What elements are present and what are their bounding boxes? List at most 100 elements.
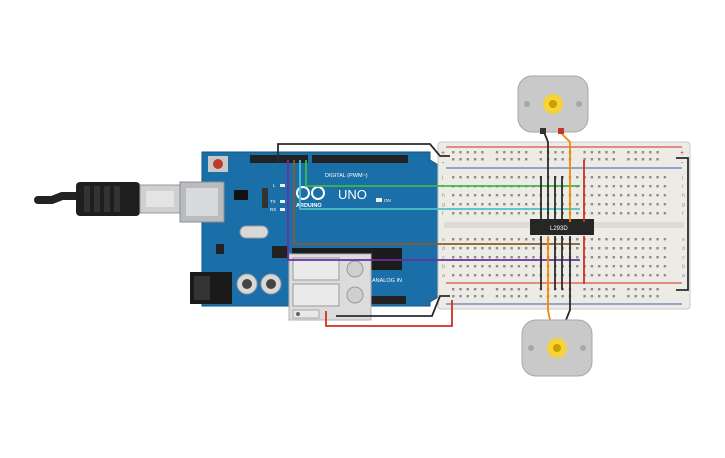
breadboard-hole[interactable] bbox=[663, 247, 667, 250]
breadboard-hole[interactable] bbox=[452, 176, 455, 179]
breadboard-hole[interactable] bbox=[466, 247, 469, 250]
breadboard-hole[interactable] bbox=[452, 151, 455, 154]
breadboard-hole[interactable] bbox=[459, 203, 462, 206]
breadboard-hole[interactable] bbox=[488, 176, 491, 179]
breadboard-hole[interactable] bbox=[627, 212, 630, 215]
relay-module[interactable] bbox=[288, 253, 372, 321]
breadboard-hole[interactable] bbox=[649, 151, 652, 154]
breadboard-hole[interactable] bbox=[598, 295, 601, 298]
breadboard-hole[interactable] bbox=[473, 151, 477, 154]
breadboard-hole[interactable] bbox=[481, 288, 484, 291]
breadboard-hole[interactable] bbox=[481, 274, 484, 277]
breadboard-hole[interactable] bbox=[619, 176, 623, 179]
breadboard-hole[interactable] bbox=[663, 176, 667, 179]
breadboard-hole[interactable] bbox=[510, 274, 513, 277]
breadboard-hole[interactable] bbox=[510, 295, 513, 298]
breadboard-hole[interactable] bbox=[532, 238, 535, 241]
breadboard-hole[interactable] bbox=[612, 265, 615, 268]
breadboard-hole[interactable] bbox=[466, 256, 469, 259]
breadboard-hole[interactable] bbox=[619, 256, 623, 259]
breadboard-hole[interactable] bbox=[466, 158, 469, 161]
breadboard-hole[interactable] bbox=[619, 185, 623, 188]
breadboard-hole[interactable] bbox=[576, 265, 579, 268]
breadboard-hole[interactable] bbox=[641, 247, 645, 250]
breadboard-hole[interactable] bbox=[517, 238, 521, 241]
breadboard-hole[interactable] bbox=[656, 274, 659, 277]
breadboard-hole[interactable] bbox=[452, 265, 455, 268]
breadboard-hole[interactable] bbox=[473, 158, 477, 161]
breadboard-hole[interactable] bbox=[598, 288, 601, 291]
breadboard-hole[interactable] bbox=[590, 212, 594, 215]
breadboard-hole[interactable] bbox=[656, 295, 659, 298]
breadboard-hole[interactable] bbox=[459, 151, 462, 154]
breadboard-hole[interactable] bbox=[517, 151, 521, 154]
breadboard-hole[interactable] bbox=[459, 247, 462, 250]
breadboard-hole[interactable] bbox=[612, 247, 615, 250]
breadboard-hole[interactable] bbox=[641, 185, 645, 188]
breadboard-hole[interactable] bbox=[576, 176, 579, 179]
breadboard-hole[interactable] bbox=[503, 288, 506, 291]
breadboard-hole[interactable] bbox=[649, 247, 652, 250]
breadboard-hole[interactable] bbox=[466, 194, 469, 197]
breadboard-hole[interactable] bbox=[495, 194, 499, 197]
breadboard-hole[interactable] bbox=[656, 212, 659, 215]
breadboard-hole[interactable] bbox=[583, 288, 586, 291]
breadboard-hole[interactable] bbox=[510, 194, 513, 197]
breadboard-hole[interactable] bbox=[488, 265, 491, 268]
breadboard-hole[interactable] bbox=[576, 203, 579, 206]
breadboard-hole[interactable] bbox=[590, 256, 594, 259]
breadboard-hole[interactable] bbox=[634, 203, 637, 206]
breadboard-hole[interactable] bbox=[641, 212, 645, 215]
breadboard-hole[interactable] bbox=[473, 274, 477, 277]
breadboard-hole[interactable] bbox=[612, 151, 615, 154]
breadboard-hole[interactable] bbox=[627, 256, 630, 259]
breadboard-hole[interactable] bbox=[605, 194, 608, 197]
breadboard-hole[interactable] bbox=[641, 176, 645, 179]
breadboard-hole[interactable] bbox=[473, 176, 477, 179]
breadboard-hole[interactable] bbox=[510, 176, 513, 179]
breadboard-hole[interactable] bbox=[554, 158, 557, 161]
breadboard-hole[interactable] bbox=[583, 158, 586, 161]
breadboard-hole[interactable] bbox=[488, 274, 491, 277]
breadboard-hole[interactable] bbox=[641, 256, 645, 259]
breadboard-hole[interactable] bbox=[656, 288, 659, 291]
breadboard-hole[interactable] bbox=[598, 212, 601, 215]
breadboard-hole[interactable] bbox=[598, 274, 601, 277]
breadboard-hole[interactable] bbox=[532, 265, 535, 268]
breadboard-hole[interactable] bbox=[590, 288, 594, 291]
breadboard-hole[interactable] bbox=[656, 194, 659, 197]
breadboard-hole[interactable] bbox=[517, 158, 521, 161]
breadboard-hole[interactable] bbox=[459, 288, 462, 291]
breadboard-hole[interactable] bbox=[605, 265, 608, 268]
breadboard-hole[interactable] bbox=[590, 194, 594, 197]
breadboard-hole[interactable] bbox=[532, 176, 535, 179]
breadboard-hole[interactable] bbox=[503, 158, 506, 161]
breadboard-hole[interactable] bbox=[473, 212, 477, 215]
breadboard-hole[interactable] bbox=[619, 247, 623, 250]
breadboard-hole[interactable] bbox=[510, 265, 513, 268]
breadboard-hole[interactable] bbox=[649, 274, 652, 277]
breadboard-hole[interactable] bbox=[495, 265, 499, 268]
breadboard-hole[interactable] bbox=[481, 151, 484, 154]
breadboard-hole[interactable] bbox=[598, 256, 601, 259]
breadboard-hole[interactable] bbox=[495, 158, 499, 161]
breadboard-hole[interactable] bbox=[634, 265, 637, 268]
breadboard-hole[interactable] bbox=[503, 247, 506, 250]
breadboard-hole[interactable] bbox=[517, 212, 521, 215]
breadboard-hole[interactable] bbox=[627, 158, 630, 161]
breadboard-hole[interactable] bbox=[503, 203, 506, 206]
breadboard-hole[interactable] bbox=[495, 176, 499, 179]
breadboard-hole[interactable] bbox=[641, 158, 645, 161]
breadboard-hole[interactable] bbox=[641, 238, 645, 241]
breadboard-hole[interactable] bbox=[598, 176, 601, 179]
breadboard-hole[interactable] bbox=[532, 194, 535, 197]
breadboard-hole[interactable] bbox=[481, 256, 484, 259]
breadboard-hole[interactable] bbox=[503, 151, 506, 154]
breadboard-hole[interactable] bbox=[641, 295, 645, 298]
breadboard-hole[interactable] bbox=[452, 194, 455, 197]
breadboard-hole[interactable] bbox=[576, 194, 579, 197]
breadboard-hole[interactable] bbox=[649, 158, 652, 161]
breadboard-hole[interactable] bbox=[554, 151, 557, 154]
breadboard-hole[interactable] bbox=[590, 274, 594, 277]
breadboard-hole[interactable] bbox=[598, 238, 601, 241]
